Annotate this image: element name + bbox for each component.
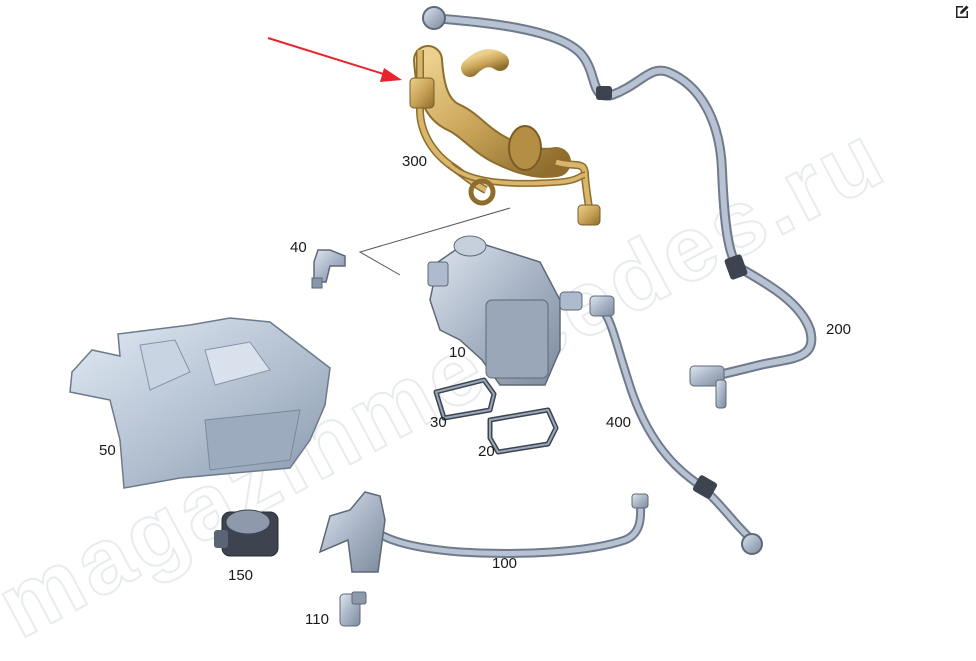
- label-200[interactable]: 200: [826, 321, 852, 338]
- label-300[interactable]: 300: [402, 153, 428, 170]
- part-300-breather-line[interactable]: [409, 45, 601, 226]
- part-40-sensor-elbow[interactable]: [311, 249, 346, 289]
- label-50[interactable]: 50: [99, 442, 116, 459]
- label-10[interactable]: 10: [449, 344, 466, 361]
- part-200-vent-line[interactable]: [422, 6, 817, 409]
- edit-icon[interactable]: [954, 4, 970, 20]
- part-150-valve-connector[interactable]: [214, 509, 279, 557]
- part-50-heat-shield[interactable]: [69, 317, 331, 489]
- part-110-sensor[interactable]: [339, 591, 367, 627]
- label-20[interactable]: 20: [478, 443, 495, 460]
- part-30-gasket[interactable]: [433, 377, 497, 421]
- label-400[interactable]: 400: [606, 414, 632, 431]
- part-400-return-line[interactable]: [589, 295, 763, 555]
- label-150[interactable]: 150: [228, 567, 254, 584]
- label-30[interactable]: 30: [430, 414, 447, 431]
- label-110[interactable]: 110: [305, 611, 329, 628]
- label-40[interactable]: 40: [290, 239, 307, 256]
- leader-line: [358, 207, 511, 276]
- label-100[interactable]: 100: [492, 555, 518, 572]
- part-100-bracket-pipe[interactable]: [318, 491, 649, 573]
- part-20-gasket[interactable]: [487, 407, 559, 455]
- annotation-arrow: [267, 37, 402, 82]
- part-10-oil-separator[interactable]: [427, 235, 583, 386]
